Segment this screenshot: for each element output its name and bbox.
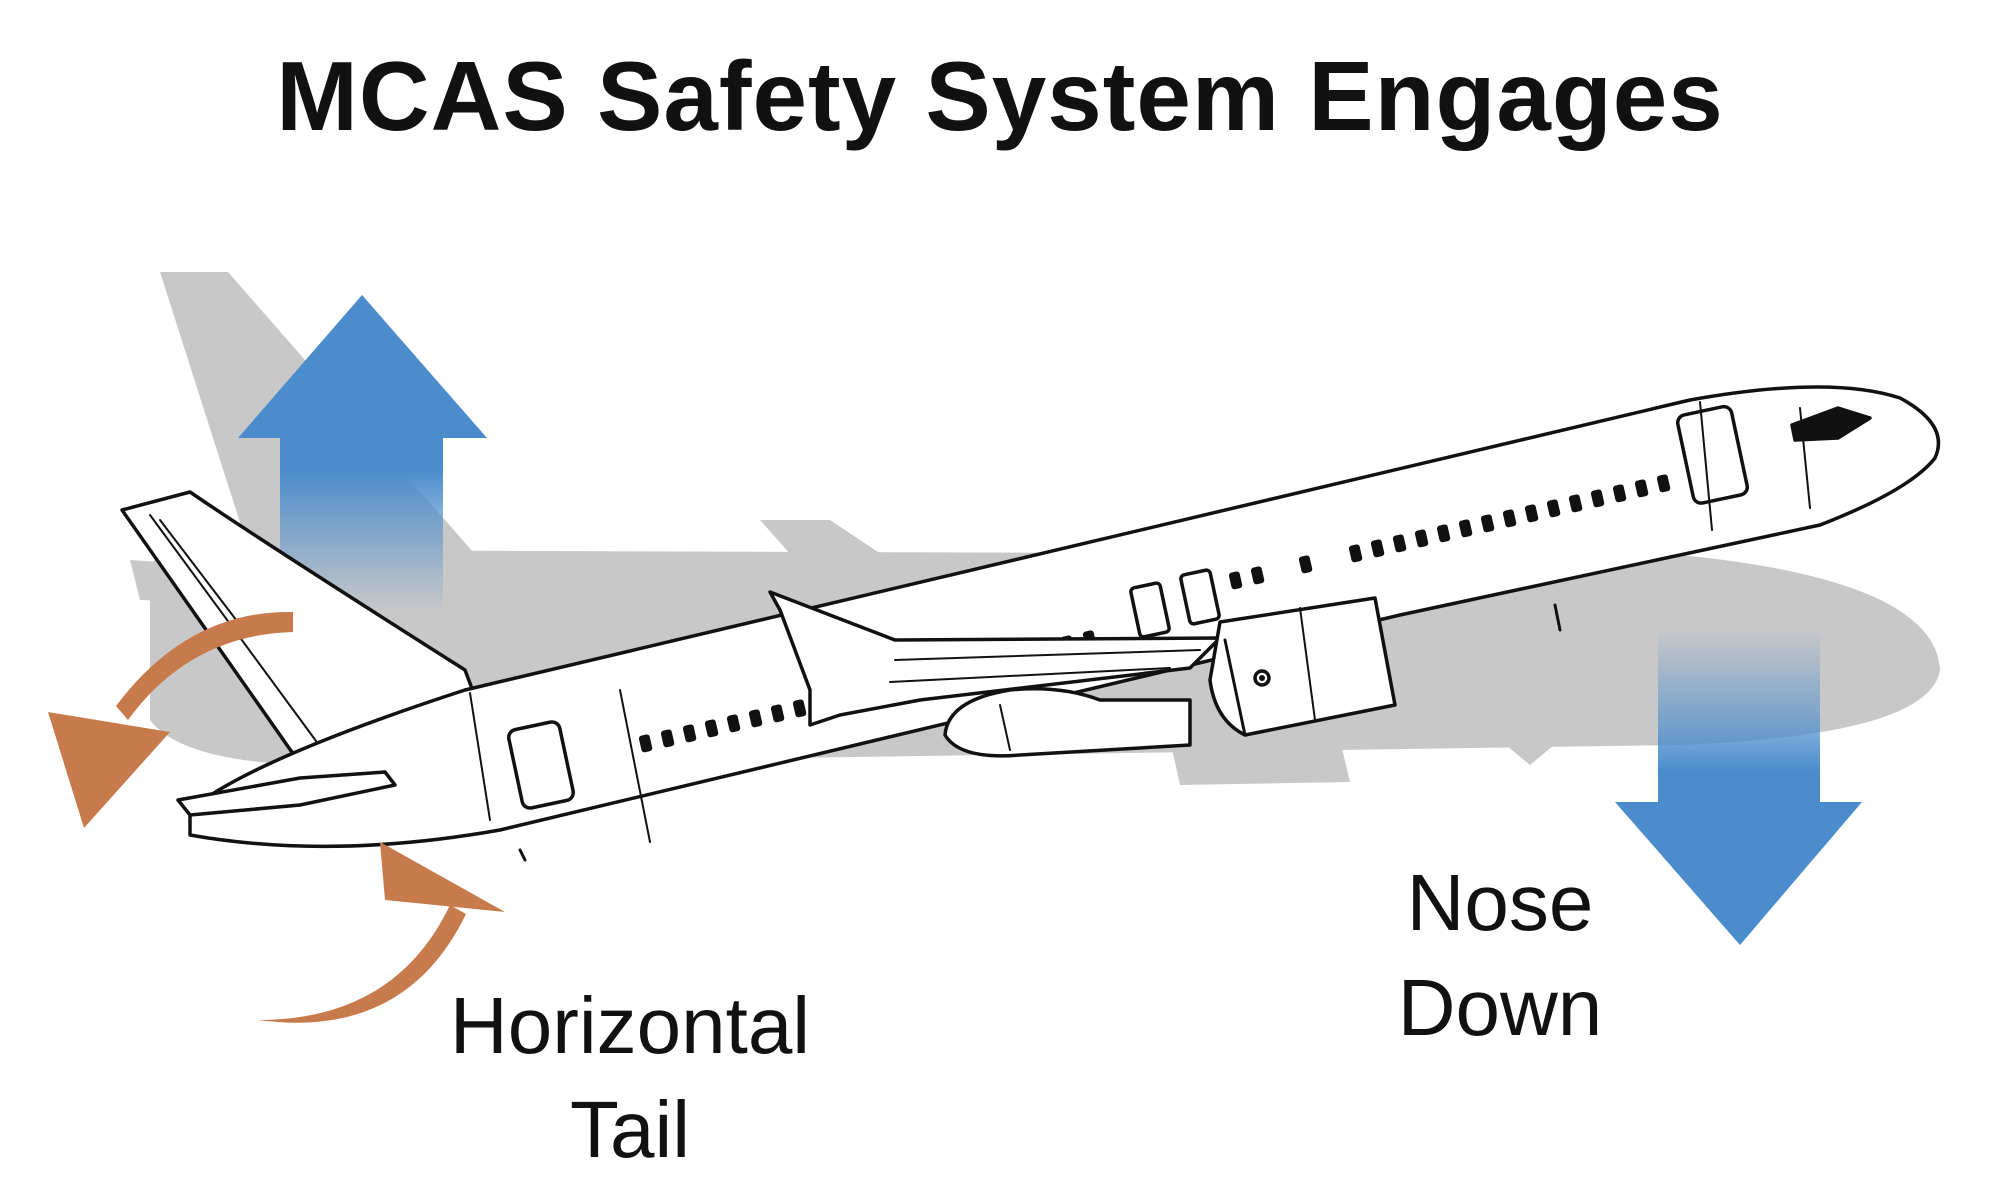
engine-nacelle xyxy=(1208,596,1397,737)
nose-down-label-line1: Nose xyxy=(1407,858,1594,947)
horizontal-tail-label-line2: Tail xyxy=(570,1085,690,1174)
airplane-icon xyxy=(120,385,1941,862)
horizontal-stabilizer xyxy=(176,770,397,817)
tail-up-arrow-icon xyxy=(238,295,487,612)
nose-down-arrow-icon xyxy=(1615,630,1862,945)
tail-rotation-arrows-icon xyxy=(48,611,505,1023)
fuselage xyxy=(188,385,1941,849)
nose-down-label-line2: Down xyxy=(1398,963,1603,1052)
diagram-title: MCAS Safety System Engages xyxy=(276,41,1724,151)
vertical-tail-fin xyxy=(120,490,482,787)
wing xyxy=(768,590,1222,727)
horizontal-tail-label-line1: Horizontal xyxy=(450,981,810,1070)
